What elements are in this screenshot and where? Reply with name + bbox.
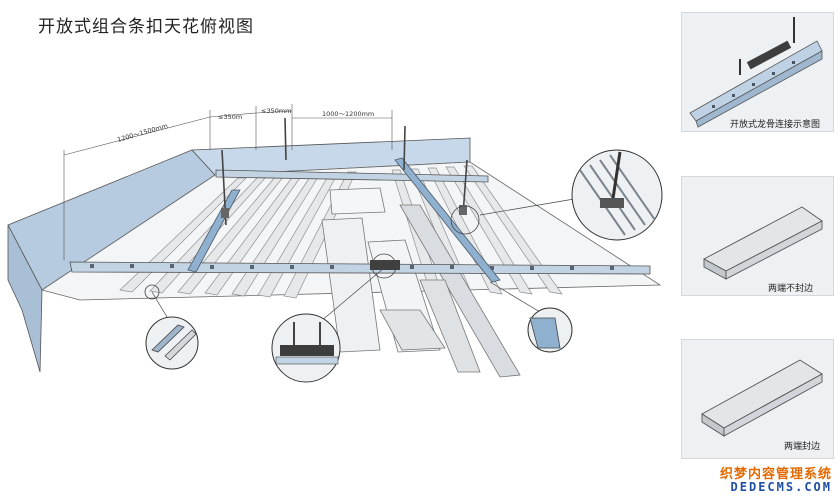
callout-lines bbox=[151, 197, 581, 323]
left-wall-lower bbox=[7, 224, 43, 373]
diagram-title: 开放式组合条扣天花俯视图 bbox=[38, 17, 254, 37]
main-keel-right bbox=[394, 157, 501, 283]
watermark: 织梦内容管理系统 DEDECMS.COM bbox=[720, 468, 832, 494]
hanger-clips bbox=[221, 205, 467, 270]
keel-connection-icon bbox=[689, 17, 823, 128]
panel-open-end: 两端不封边 bbox=[681, 176, 834, 296]
callout-ring-3 bbox=[450, 205, 480, 235]
panel-label-open-end: 两端不封边 bbox=[768, 284, 814, 294]
dimension-label-2: ≤350m bbox=[218, 113, 242, 121]
detail-bubble-strip-edge bbox=[145, 316, 199, 370]
dimension-lines bbox=[63, 104, 393, 260]
watermark-line2: DEDECMS.COM bbox=[730, 480, 832, 495]
rail-slots bbox=[90, 264, 614, 270]
ceiling-plan-illustration: 1200～1500mm ≤350m ≤350mm 1000～1200mm bbox=[7, 104, 663, 383]
closed-end-strip-icon bbox=[701, 359, 823, 437]
panel-label-closed-end: 两端封边 bbox=[784, 442, 821, 452]
dimension-label-4: 1000～1200mm bbox=[322, 110, 374, 118]
panel-label-keel: 开放式龙骨连接示意图 bbox=[730, 120, 821, 130]
detail-bubble-keel bbox=[527, 307, 573, 353]
dimension-label-3: ≤350mm bbox=[261, 107, 292, 115]
panel-keel-connection: 开放式龙骨连接示意图 bbox=[681, 12, 834, 132]
watermark-line1: 织梦内容管理系统 bbox=[719, 466, 832, 482]
panel-closed-end: 两端封边 bbox=[681, 339, 834, 459]
callout-ring-2 bbox=[371, 253, 397, 279]
dimension-label-1: 1200～1500mm bbox=[116, 122, 168, 144]
open-end-strip-icon bbox=[703, 206, 823, 280]
detail-bubble-clip bbox=[271, 313, 341, 383]
detail-bubble-hanger bbox=[571, 149, 663, 241]
carrier-rail-front bbox=[69, 261, 651, 275]
loose-strips bbox=[321, 187, 521, 378]
callout-ring-1 bbox=[144, 284, 160, 300]
carrier-rail-back bbox=[215, 169, 489, 183]
